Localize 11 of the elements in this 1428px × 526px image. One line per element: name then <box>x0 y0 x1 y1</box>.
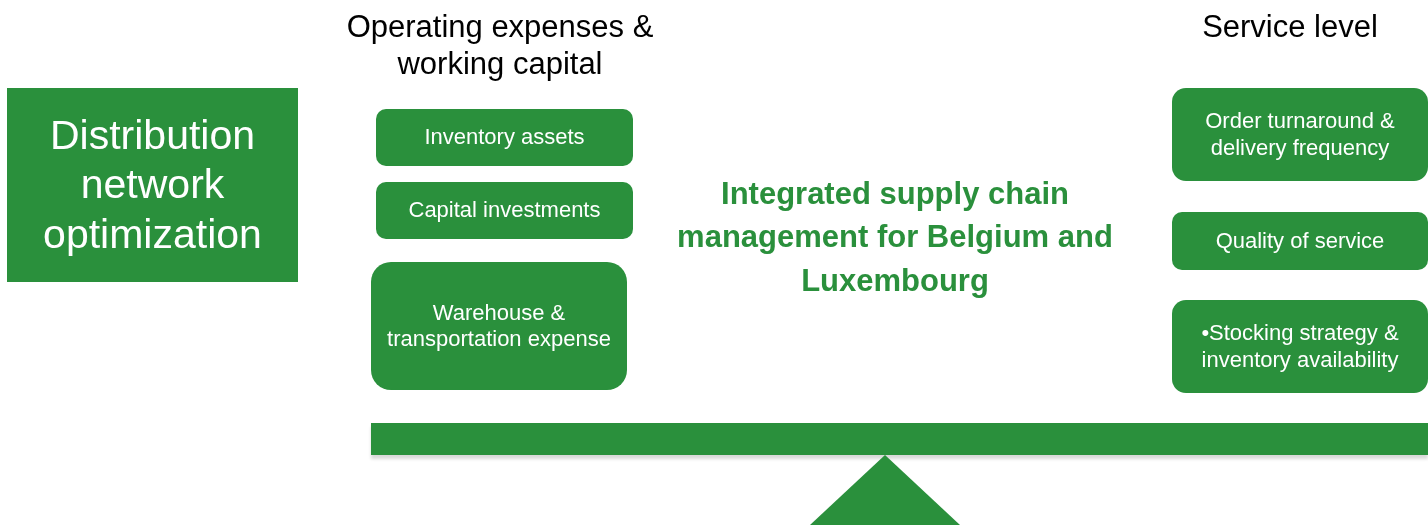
text-box: Quality of service <box>1172 212 1428 270</box>
column-heading: Service level <box>1201 8 1379 46</box>
text-box: Capital investments <box>376 182 633 239</box>
column-heading: Operating expenses & working capital <box>345 8 655 83</box>
center-title: Integrated supply chain management for Belgium and Luxembourg <box>676 175 1114 300</box>
text-box: •Stocking strategy & inventory availability <box>1172 300 1428 393</box>
text-box: Warehouse & transportation expense <box>371 262 627 390</box>
text-box: Order turnaround & delivery frequency <box>1172 88 1428 181</box>
text-box: Distribution network optimization <box>7 88 298 282</box>
text-box: Inventory assets <box>376 109 633 166</box>
fulcrum-triangle <box>810 455 960 525</box>
